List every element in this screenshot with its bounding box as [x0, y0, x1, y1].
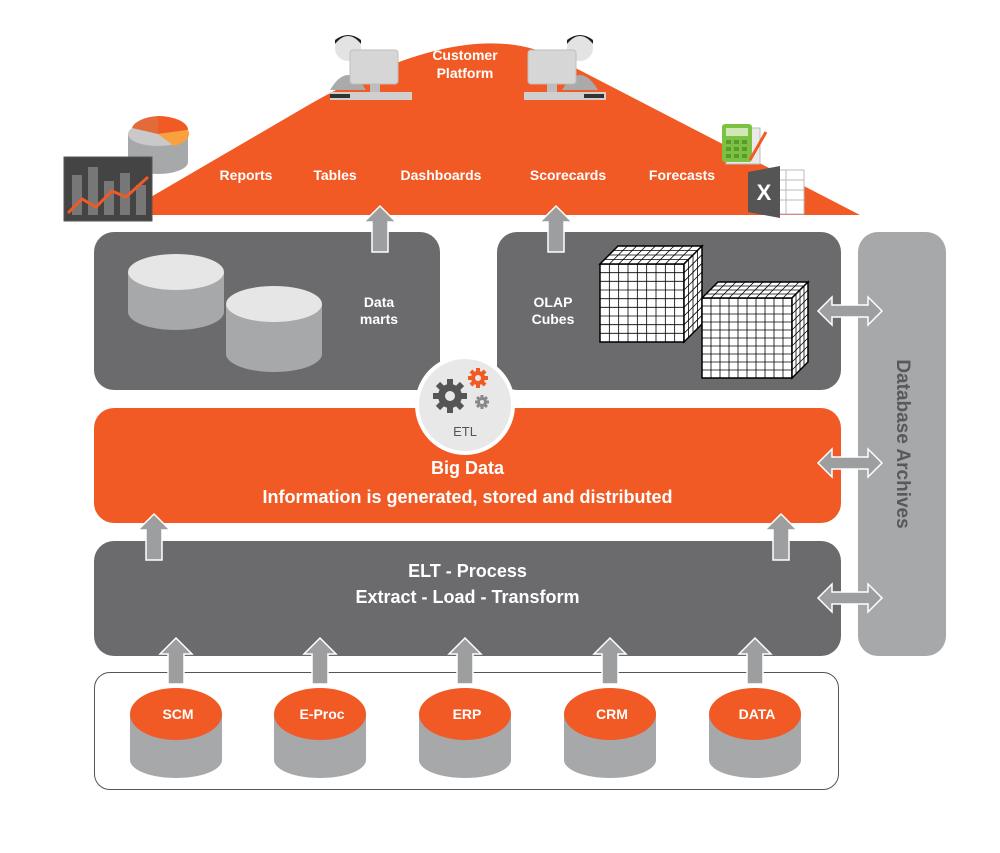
- user-computer-icon: [524, 35, 606, 100]
- user-computer-icon: [330, 35, 412, 100]
- olap-cubes-label: OLAP Cubes: [518, 294, 588, 328]
- up-arrow: [593, 637, 627, 685]
- etl-badge: [415, 355, 515, 455]
- platform-title-line1: Customer: [432, 47, 498, 63]
- source-data: DATA: [738, 706, 776, 722]
- platform-title: Customer Platform: [410, 46, 520, 82]
- source-database-icon: [130, 688, 222, 778]
- source-database-icon: [274, 688, 366, 778]
- olap-cube-icon: [700, 280, 810, 380]
- up-arrow: [303, 637, 337, 685]
- up-arrow: [764, 513, 798, 561]
- up-arrow: [363, 205, 397, 253]
- output-scorecards: Scorecards: [529, 167, 607, 183]
- database-icon: [226, 286, 322, 372]
- olap-line2: Cubes: [531, 311, 575, 327]
- source-scm: SCM: [162, 706, 194, 722]
- gears-icon: [433, 368, 489, 413]
- etl-label: ETL: [453, 424, 477, 439]
- big-data-title: Big Data: [430, 458, 504, 478]
- elt-process-band: [94, 541, 841, 656]
- double-arrow: [817, 448, 883, 478]
- source-database-icon: [564, 688, 656, 778]
- up-arrow: [448, 637, 482, 685]
- source-crm: CRM: [596, 706, 628, 722]
- output-dashboards: Dashboards: [400, 167, 482, 183]
- bar-chart-icon: [63, 156, 153, 222]
- olap-line1: OLAP: [533, 294, 573, 310]
- platform-title-line2: Platform: [436, 65, 494, 81]
- up-arrow: [539, 205, 573, 253]
- data-marts-label: Data marts: [344, 294, 414, 328]
- source-e-proc: E-Proc: [299, 706, 345, 722]
- source-database-icon: [419, 688, 511, 778]
- up-arrow: [159, 637, 193, 685]
- big-data-subtitle: Information is generated, stored and dis…: [262, 487, 673, 507]
- double-arrow: [817, 296, 883, 326]
- source-erp: ERP: [452, 706, 482, 722]
- elt-title: ELT - Process: [408, 561, 527, 581]
- output-reports: Reports: [219, 167, 273, 183]
- calculator-icon: [722, 124, 768, 165]
- elt-subtitle: Extract - Load - Transform: [355, 587, 580, 607]
- data-marts-line1: Data: [363, 294, 395, 310]
- excel-icon: X: [748, 166, 805, 218]
- database-icon: [128, 254, 224, 330]
- output-tables: Tables: [313, 167, 357, 183]
- double-arrow: [817, 583, 883, 613]
- data-marts-line2: marts: [359, 311, 399, 327]
- output-forecasts: Forecasts: [648, 167, 716, 183]
- olap-cube-icon: [598, 244, 704, 344]
- up-arrow: [137, 513, 171, 561]
- up-arrow: [738, 637, 772, 685]
- source-database-icon: [709, 688, 801, 778]
- svg-text:X: X: [757, 180, 772, 205]
